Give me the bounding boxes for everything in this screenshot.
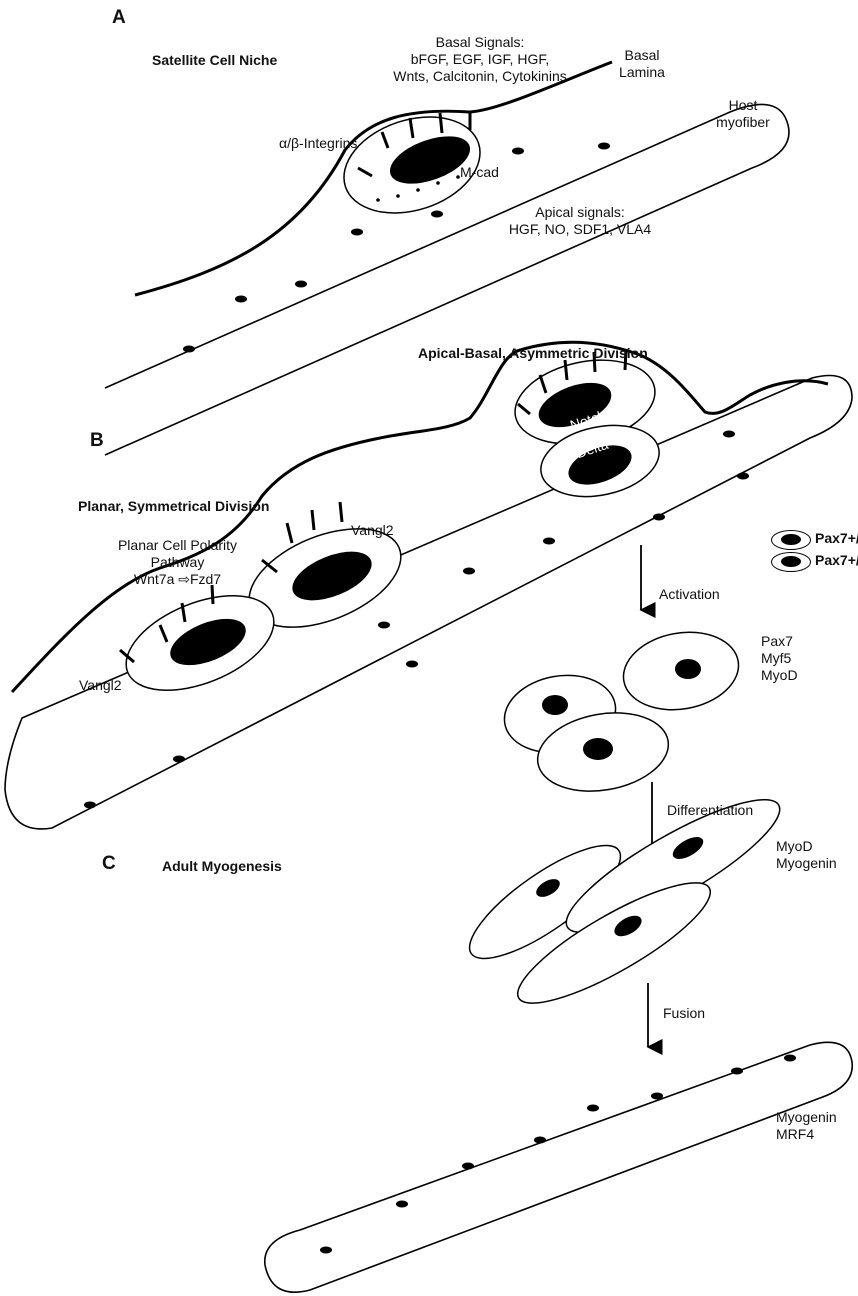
differentiation-label: Differentiation bbox=[667, 802, 753, 819]
fusion-markers: Myogenin MRF4 bbox=[776, 1109, 837, 1143]
new-myofiber bbox=[265, 1042, 852, 1292]
activated-nucleus-1 bbox=[542, 695, 568, 715]
mcad-label: M-cad bbox=[460, 164, 499, 181]
basal-lamina-label: Basal Lamina bbox=[612, 47, 672, 81]
differentiation-markers: MyoD Myogenin bbox=[776, 838, 837, 872]
legend-icon-myf5-negative bbox=[771, 530, 811, 550]
host-myofiber-label: Host myofiber bbox=[698, 97, 788, 131]
apical-signals-label: Apical signals: HGF, NO, SDF1, VLA4 bbox=[500, 204, 660, 238]
planar-cell-polarity-label: Planar Cell Polarity Pathway Wnt7a ⇨Fzd7 bbox=[100, 537, 255, 587]
activation-markers: Pax7 Myf5 MyoD bbox=[761, 633, 798, 683]
panel-c-label: C bbox=[102, 853, 116, 876]
myogenesis-title: Adult Myogenesis bbox=[162, 858, 282, 875]
myofiber-nuclei-c bbox=[320, 1055, 796, 1254]
integrins-label: α/β-Integrins bbox=[279, 135, 357, 152]
legend-label-myf5-positive: Pax7+/Myf5+ bbox=[815, 552, 858, 569]
niche-title: Satellite Cell Niche bbox=[152, 52, 277, 69]
panel-a-drawing bbox=[105, 62, 789, 455]
activated-nucleus-2 bbox=[675, 659, 701, 679]
legend-icon-myf5-positive bbox=[771, 552, 811, 572]
asymmetric-division-title: Apical-Basal, Asymmetric Division bbox=[418, 345, 648, 362]
vangl2-label-top: Vangl2 bbox=[351, 522, 394, 539]
planar-division-title: Planar, Symmetrical Division bbox=[78, 498, 269, 515]
activated-nucleus-3 bbox=[583, 738, 613, 760]
basal-signals-label: Basal Signals: bFGF, EGF, IGF, HGF, Wnts… bbox=[355, 34, 605, 84]
activation-label: Activation bbox=[659, 586, 720, 603]
vangl2-label-left: Vangl2 bbox=[79, 677, 122, 694]
legend-label-myf5-negative: Pax7+/Myf5- bbox=[815, 530, 858, 547]
panel-a-label: A bbox=[112, 7, 126, 30]
fusion-label: Fusion bbox=[663, 1005, 705, 1022]
panel-b-label: B bbox=[90, 430, 104, 453]
